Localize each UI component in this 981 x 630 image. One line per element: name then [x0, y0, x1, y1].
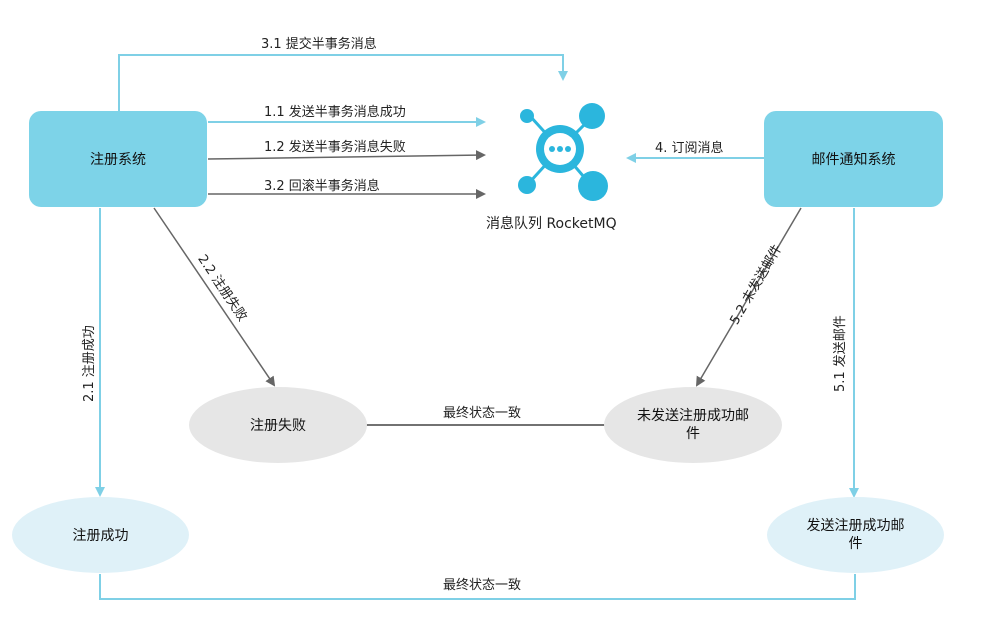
node-email-system: 邮件通知系统	[764, 111, 943, 207]
node-registration-system-label: 注册系统	[90, 152, 146, 168]
edge-2-2	[153, 207, 276, 387]
node-email-sent-label: 发送注册成功邮件	[806, 518, 905, 552]
node-reg-failed-label: 注册失败	[250, 418, 306, 434]
label-edge-5-1: 5.1 发送邮件	[833, 315, 848, 392]
label-edge-1-2: 1.2 发送半事务消息失败	[264, 140, 406, 155]
edge-consistency-bottom	[99, 574, 856, 600]
node-reg-success: 注册成功	[12, 497, 189, 573]
label-edge-4: 4. 订阅消息	[655, 141, 724, 156]
label-consistency-bottom: 最终状态一致	[443, 578, 522, 593]
node-reg-failed: 注册失败	[189, 387, 367, 463]
edge-3-1	[118, 54, 568, 112]
edge-5-2	[695, 207, 802, 387]
label-edge-2-1: 2.1 注册成功	[82, 325, 97, 402]
label-edge-1-1: 1.1 发送半事务消息成功	[264, 105, 406, 120]
node-email-system-label: 邮件通知系统	[811, 152, 896, 168]
edge-1-2	[207, 150, 486, 161]
label-edge-3-1: 3.1 提交半事务消息	[261, 37, 377, 52]
rocketmq-molecule-icon	[518, 103, 608, 201]
node-reg-success-label: 注册成功	[72, 528, 129, 544]
node-email-sent: 发送注册成功邮件	[767, 497, 944, 573]
mq-label: 消息队列 RocketMQ	[486, 216, 617, 232]
node-email-not-sent-label: 未发送注册成功邮件	[637, 408, 749, 442]
label-consistency-top: 最终状态一致	[443, 406, 522, 421]
node-email-not-sent: 未发送注册成功邮件	[604, 387, 782, 463]
label-edge-3-2: 3.2 回滚半事务消息	[264, 179, 380, 194]
node-registration-system: 注册系统	[29, 111, 207, 207]
